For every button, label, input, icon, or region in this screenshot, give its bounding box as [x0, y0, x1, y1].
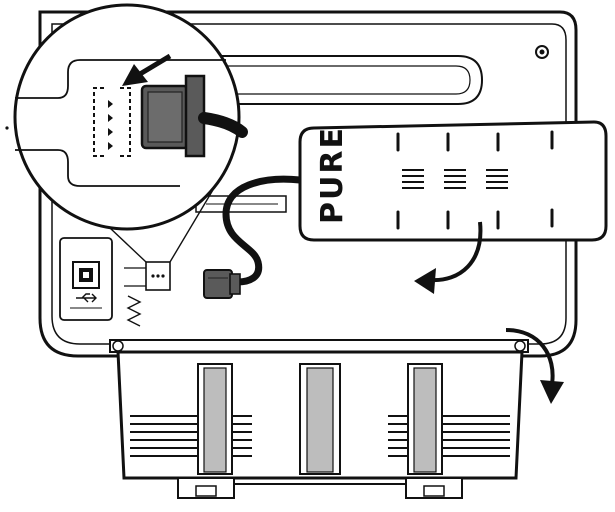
battery-pack-ribs — [396, 130, 554, 230]
compartment-shelf — [195, 195, 287, 213]
battery-pack: PURE — [298, 120, 608, 242]
battery-cover — [109, 339, 529, 499]
curved-arrow-icon-insert — [414, 221, 483, 294]
battery-cable — [222, 175, 304, 286]
spring-wire — [126, 295, 142, 327]
connector-panel — [59, 237, 113, 321]
marker-dot — [5, 126, 9, 130]
curved-arrow-icon-close — [505, 328, 564, 404]
magnified-detail — [13, 3, 248, 231]
screw-icon — [535, 45, 549, 59]
pure-brand-label: PURE — [315, 126, 350, 224]
usb-icon — [76, 293, 97, 303]
battery-plug — [203, 269, 241, 299]
cover-clips — [177, 477, 463, 499]
battery-socket-on-device — [124, 261, 171, 291]
enlarged-plug — [140, 74, 248, 158]
insert-arrow-icon — [122, 53, 172, 86]
cover-grips — [197, 363, 443, 475]
dc-socket-icon — [72, 261, 100, 289]
battery-pack-grooves — [402, 169, 508, 189]
enlarged-socket — [93, 87, 131, 157]
